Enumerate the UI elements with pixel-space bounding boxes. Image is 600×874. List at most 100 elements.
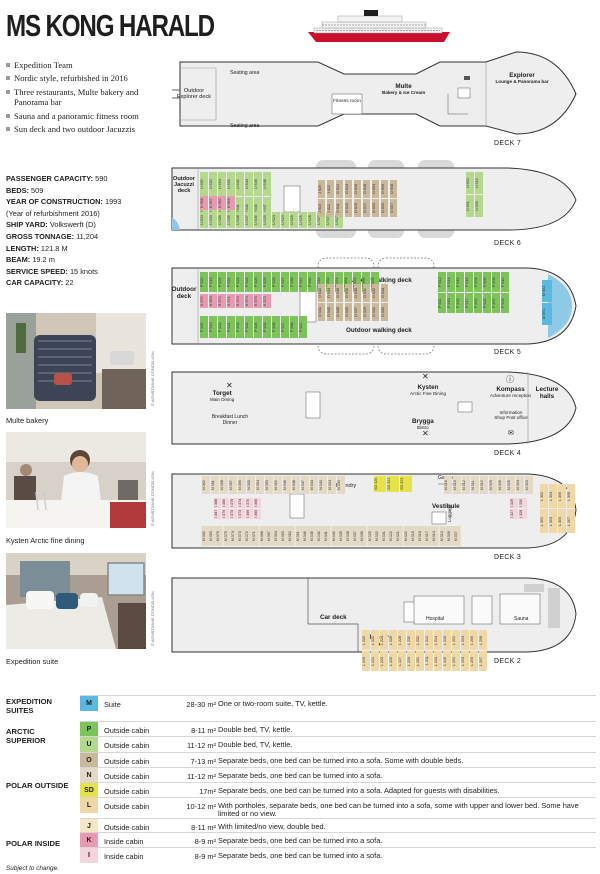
- cabin-p524: P 524: [236, 272, 244, 292]
- cabin-l222: L 222: [371, 630, 379, 650]
- spec-row: PASSENGER CAPACITY: 590: [6, 174, 108, 183]
- cabin-l230: L 230: [407, 630, 415, 650]
- cabin-u654: U 654: [218, 172, 226, 196]
- cabin-k659: K 659: [227, 196, 235, 210]
- cabin-k658: K 658: [200, 196, 208, 210]
- cabin-n367: N 367: [266, 526, 274, 546]
- cabin-n360: N 360: [202, 526, 209, 546]
- cabin-sd321: SD 321: [387, 476, 399, 492]
- cabin-u656: U 656: [227, 172, 235, 196]
- cabin-o542: O 542: [318, 284, 325, 302]
- cabin-o532: O 532: [372, 284, 379, 302]
- legend-group: ARCTIC SUPERIOR: [6, 727, 46, 745]
- cabin-n350: N 350: [274, 476, 282, 494]
- cabin-p528: P 528: [272, 272, 280, 292]
- cabin-n346: N 346: [302, 526, 310, 546]
- cabin-o530: O 530: [363, 284, 370, 302]
- cabin-o611: O 611: [336, 199, 343, 217]
- cabin-p517: P 517: [465, 293, 473, 313]
- cabin-n338: N 338: [346, 526, 353, 546]
- cabin-o545: O 545: [336, 303, 343, 321]
- cabin-i329: I 329: [510, 498, 518, 508]
- legend-type: Outside cabin: [104, 741, 150, 750]
- legend-description: Separate beds, one bed can be turned int…: [218, 851, 383, 860]
- legend-type: Inside cabin: [104, 852, 144, 861]
- cabin-n336: N 336: [360, 526, 367, 546]
- legend-size: 8-9 m²: [194, 837, 216, 846]
- cabin-n376: N 376: [216, 526, 223, 546]
- cabin-p526: P 526: [254, 316, 262, 338]
- deck-5-label: DECK 5: [494, 349, 522, 356]
- cabin-n333: N 333: [337, 476, 345, 494]
- cabin-u635: U 635: [227, 212, 235, 228]
- cabin-i387: I 387: [214, 509, 221, 519]
- cabin-p524: P 524: [236, 316, 244, 338]
- cabin-l214: L 214: [434, 630, 442, 650]
- cabin-o537: O 537: [354, 303, 361, 321]
- cabin-l231: L 231: [416, 651, 424, 671]
- cabin-l220: L 220: [362, 630, 370, 650]
- cabin-n353: N 353: [265, 476, 273, 494]
- cabin-l224: L 224: [380, 630, 388, 650]
- spec-row: BEAM: 19.2 m: [6, 255, 55, 265]
- cabin-k569: K 569: [209, 294, 217, 308]
- cabin-n375: N 375: [223, 526, 231, 546]
- cabin-l303: L 303: [549, 509, 557, 533]
- cabin-n372: N 372: [245, 526, 252, 546]
- outdoor-explorer-deck-label: Outdoor Explorer deck: [176, 88, 212, 101]
- dining-caption: Kysten Arctic fine dining: [6, 536, 85, 545]
- lecture-halls-label: Lecture halls: [535, 386, 559, 400]
- cabin-l229: L 229: [407, 651, 415, 671]
- car-deck-label: Car deck: [320, 614, 347, 621]
- legend-type: Outside cabin: [104, 757, 150, 766]
- cabin-l216: L 216: [443, 630, 451, 650]
- cabin-l232: L 232: [416, 630, 424, 650]
- cabin-i374: I 374: [238, 498, 245, 508]
- legend-swatch: K: [80, 833, 98, 848]
- cabin-p520: P 520: [200, 272, 208, 292]
- cabin-n304: N 304: [516, 476, 524, 494]
- feature-item: Sun deck and two outdoor Jacuzzis: [6, 124, 164, 134]
- cabin-p516: P 516: [456, 272, 464, 292]
- cabin-n340: N 340: [331, 526, 339, 546]
- mail-icon: ✉: [508, 430, 514, 437]
- cabin-p503: P 503: [474, 293, 482, 313]
- suite-caption: Expedition suite: [6, 657, 59, 666]
- legend-size: 8-9 m²: [194, 852, 216, 861]
- outdoor-deck-label: Outdoor deck: [171, 286, 197, 300]
- hospital-label: Hospital: [426, 616, 445, 622]
- legend-swatch: U: [80, 737, 98, 752]
- cabin-i330: I 330: [519, 498, 527, 508]
- legend-type: Outside cabin: [104, 772, 150, 781]
- cabin-l221: L 221: [371, 651, 379, 671]
- cabin-n337: N 337: [353, 526, 360, 546]
- legend-description: With limited/no view, double bed.: [218, 822, 326, 831]
- sauna-label: Sauna: [514, 616, 529, 622]
- cabin-sd303: SD 303: [400, 476, 412, 492]
- deck-2: Car deck Tender lobby Hospital Sauna L 2…: [168, 574, 578, 671]
- cabin-u610: U 610: [475, 172, 483, 194]
- legend-type: Suite: [104, 700, 121, 709]
- cabin-p548: P 548: [290, 272, 298, 292]
- cabin-p521: P 521: [227, 316, 235, 338]
- cabin-o536: O 536: [345, 284, 352, 302]
- legend-swatch: P: [80, 722, 98, 737]
- legend-size: 11-12 m²: [186, 741, 216, 750]
- legend-description: Separate beds, one bed can be turned int…: [218, 836, 383, 845]
- cabin-p525: P 525: [263, 316, 271, 338]
- cabin-o533: O 533: [381, 303, 388, 321]
- cabin-n319: N 319: [410, 526, 418, 546]
- legend-divider: [80, 721, 596, 722]
- cabin-p508: P 508: [492, 272, 500, 292]
- laundry-label: Laundry: [336, 483, 357, 489]
- cabin-p547: P 547: [299, 316, 307, 338]
- cabin-i380: I 380: [222, 498, 229, 508]
- cabin-n335: N 335: [367, 526, 375, 546]
- cabin-o612: O 612: [336, 180, 343, 198]
- legend-swatch: J: [80, 819, 98, 834]
- cabin-l211: L 211: [425, 651, 433, 671]
